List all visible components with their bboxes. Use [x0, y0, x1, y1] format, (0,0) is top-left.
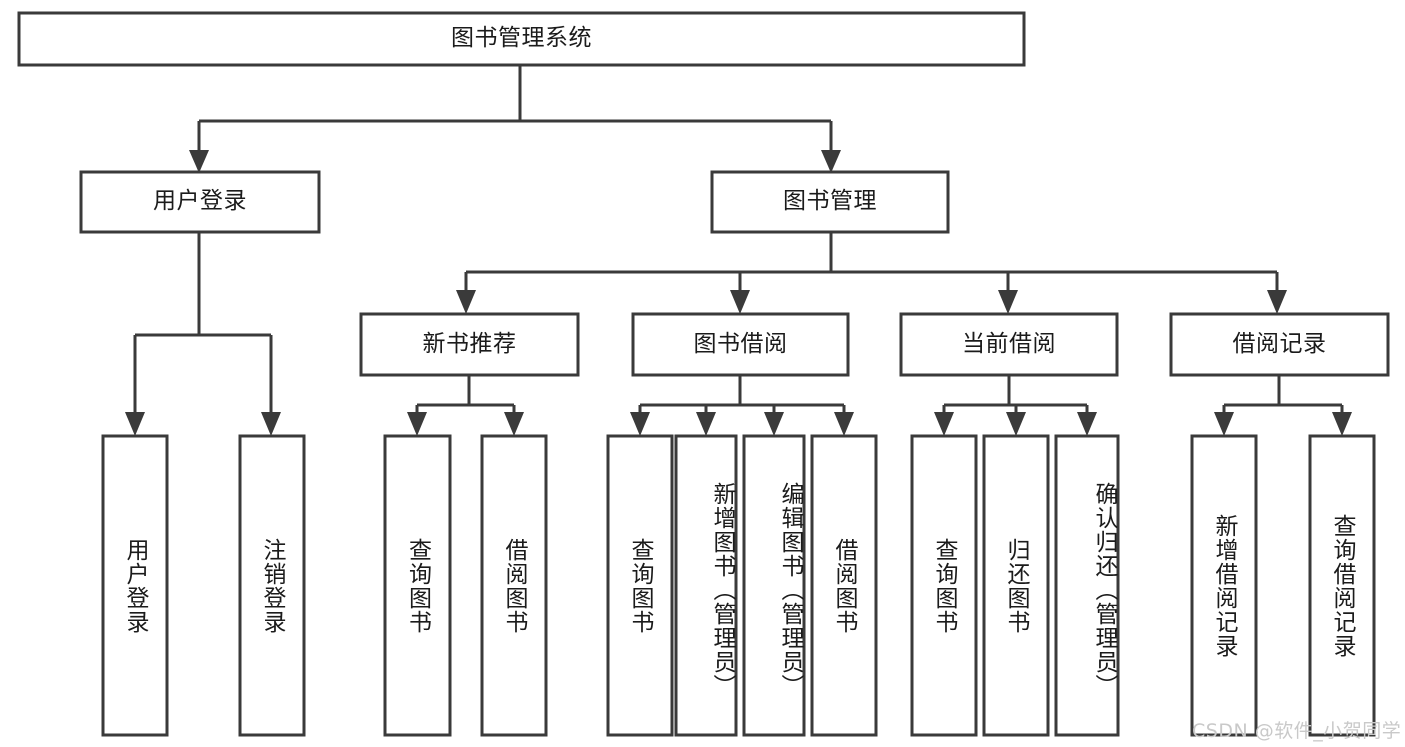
node-box-leaf-10[interactable] [1054, 434, 1120, 737]
node-box-leaf-4[interactable] [606, 434, 674, 737]
node-box-leaf-5[interactable] [674, 434, 738, 737]
node-box-leaf-9[interactable] [982, 434, 1050, 737]
connector-bookmgmt-to-level3 [456, 232, 1287, 314]
connector-root-to-level2 [189, 65, 841, 173]
node-box-leaf-12[interactable] [1308, 434, 1376, 737]
node-box-book-management[interactable] [710, 170, 950, 234]
node-box-current-borrow[interactable] [899, 312, 1119, 377]
node-box-leaf-0[interactable] [101, 434, 169, 737]
connector-record-to-leaves [1214, 375, 1352, 436]
node-box-leaf-2[interactable] [383, 434, 452, 737]
node-box-user-login[interactable] [79, 170, 321, 234]
node-box-book-borrow[interactable] [631, 312, 850, 377]
node-box-leaf-11[interactable] [1190, 434, 1258, 737]
connector-current-to-leaves [934, 375, 1097, 436]
node-box-borrow-record[interactable] [1169, 312, 1390, 377]
node-box-new-book-recommend[interactable] [359, 312, 580, 377]
node-box-leaf-7[interactable] [810, 434, 878, 737]
node-box-leaf-8[interactable] [910, 434, 978, 737]
connector-userlogin-to-leaves [125, 232, 281, 436]
connector-newbook-to-leaves [407, 375, 524, 436]
node-box-leaf-6[interactable] [742, 434, 806, 737]
node-box-root[interactable] [17, 11, 1026, 67]
connector-borrow-to-leaves [630, 375, 854, 436]
node-box-leaf-3[interactable] [480, 434, 548, 737]
node-box-leaf-1[interactable] [238, 434, 306, 737]
